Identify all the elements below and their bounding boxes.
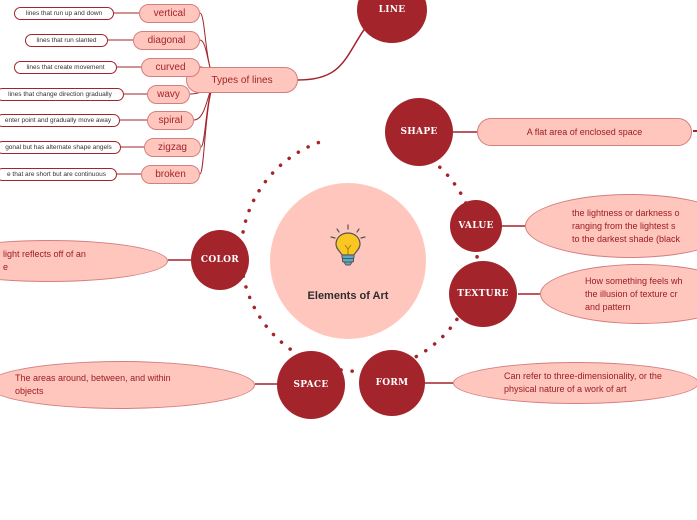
value-desc-line-3: to the darkest shade (black bbox=[572, 233, 681, 244]
node-form[interactable]: FORM bbox=[359, 350, 425, 416]
node-color[interactable]: COLOR bbox=[191, 230, 249, 290]
shape-overflow-connector bbox=[693, 130, 697, 132]
texture-desc-line-2: the illusion of texture cr bbox=[585, 288, 678, 299]
color-desc-line-1: light reflects off of an bbox=[3, 249, 86, 259]
form-desc-line-1: Can refer to three-dimensionality, or th… bbox=[504, 371, 662, 381]
value-description[interactable]: the lightness or darkness o ranging from… bbox=[525, 194, 697, 258]
line-type-desc-0[interactable]: lines that run up and down bbox=[14, 7, 114, 20]
value-desc-line-2: ranging from the lightest s bbox=[572, 220, 676, 231]
node-value[interactable]: VALUE bbox=[450, 200, 502, 252]
form-description[interactable]: Can refer to three-dimensionality, or th… bbox=[453, 362, 697, 404]
node-space[interactable]: SPACE bbox=[277, 351, 345, 419]
types-of-lines-node[interactable]: Types of lines bbox=[186, 67, 298, 93]
line-type-desc-6[interactable]: e that are short but are continuous bbox=[0, 168, 117, 181]
line-type-5[interactable]: zigzag bbox=[144, 138, 201, 157]
connector-subitems-leaves bbox=[108, 12, 147, 175]
node-texture[interactable]: TEXTURE bbox=[449, 261, 517, 327]
form-desc-line-2: physical nature of a work of art bbox=[504, 384, 627, 394]
line-type-desc-4[interactable]: enter point and gradually move away bbox=[0, 114, 120, 127]
texture-desc-line-1: How something feels wh bbox=[585, 275, 683, 286]
connector-line-types bbox=[297, 23, 369, 81]
line-type-desc-5[interactable]: gonal but has alternate shape angels bbox=[0, 141, 121, 154]
value-desc-line-1: the lightness or darkness o bbox=[572, 207, 680, 218]
line-type-1[interactable]: diagonal bbox=[133, 31, 200, 50]
space-desc-line-1: The areas around, between, and within bbox=[15, 373, 171, 383]
texture-desc-line-3: and pattern bbox=[585, 301, 631, 312]
line-type-desc-2[interactable]: lines that create movement bbox=[14, 61, 117, 74]
line-type-6[interactable]: broken bbox=[141, 165, 200, 184]
line-type-0[interactable]: vertical bbox=[139, 4, 200, 23]
center-topic[interactable]: Elements of Art bbox=[270, 183, 426, 339]
line-type-2[interactable]: curved bbox=[141, 58, 200, 77]
line-type-desc-3[interactable]: lines that change direction gradually bbox=[0, 88, 124, 101]
line-type-desc-1[interactable]: lines that run slanted bbox=[25, 34, 108, 47]
space-description[interactable]: The areas around, between, and within ob… bbox=[0, 361, 255, 409]
space-desc-line-2: objects bbox=[15, 386, 44, 396]
shape-description[interactable]: A flat area of enclosed space bbox=[477, 118, 692, 146]
connector-hub-desc bbox=[168, 131, 540, 385]
node-shape[interactable]: SHAPE bbox=[385, 98, 453, 166]
shape-description-text: A flat area of enclosed space bbox=[526, 126, 643, 137]
texture-description[interactable]: How something feels wh the illusion of t… bbox=[540, 264, 697, 324]
line-type-3[interactable]: wavy bbox=[147, 85, 190, 104]
center-title: Elements of Art bbox=[307, 290, 389, 302]
color-desc-line-2: e bbox=[3, 262, 9, 272]
light-bulb-icon bbox=[330, 224, 366, 266]
line-type-4[interactable]: spiral bbox=[147, 111, 194, 130]
